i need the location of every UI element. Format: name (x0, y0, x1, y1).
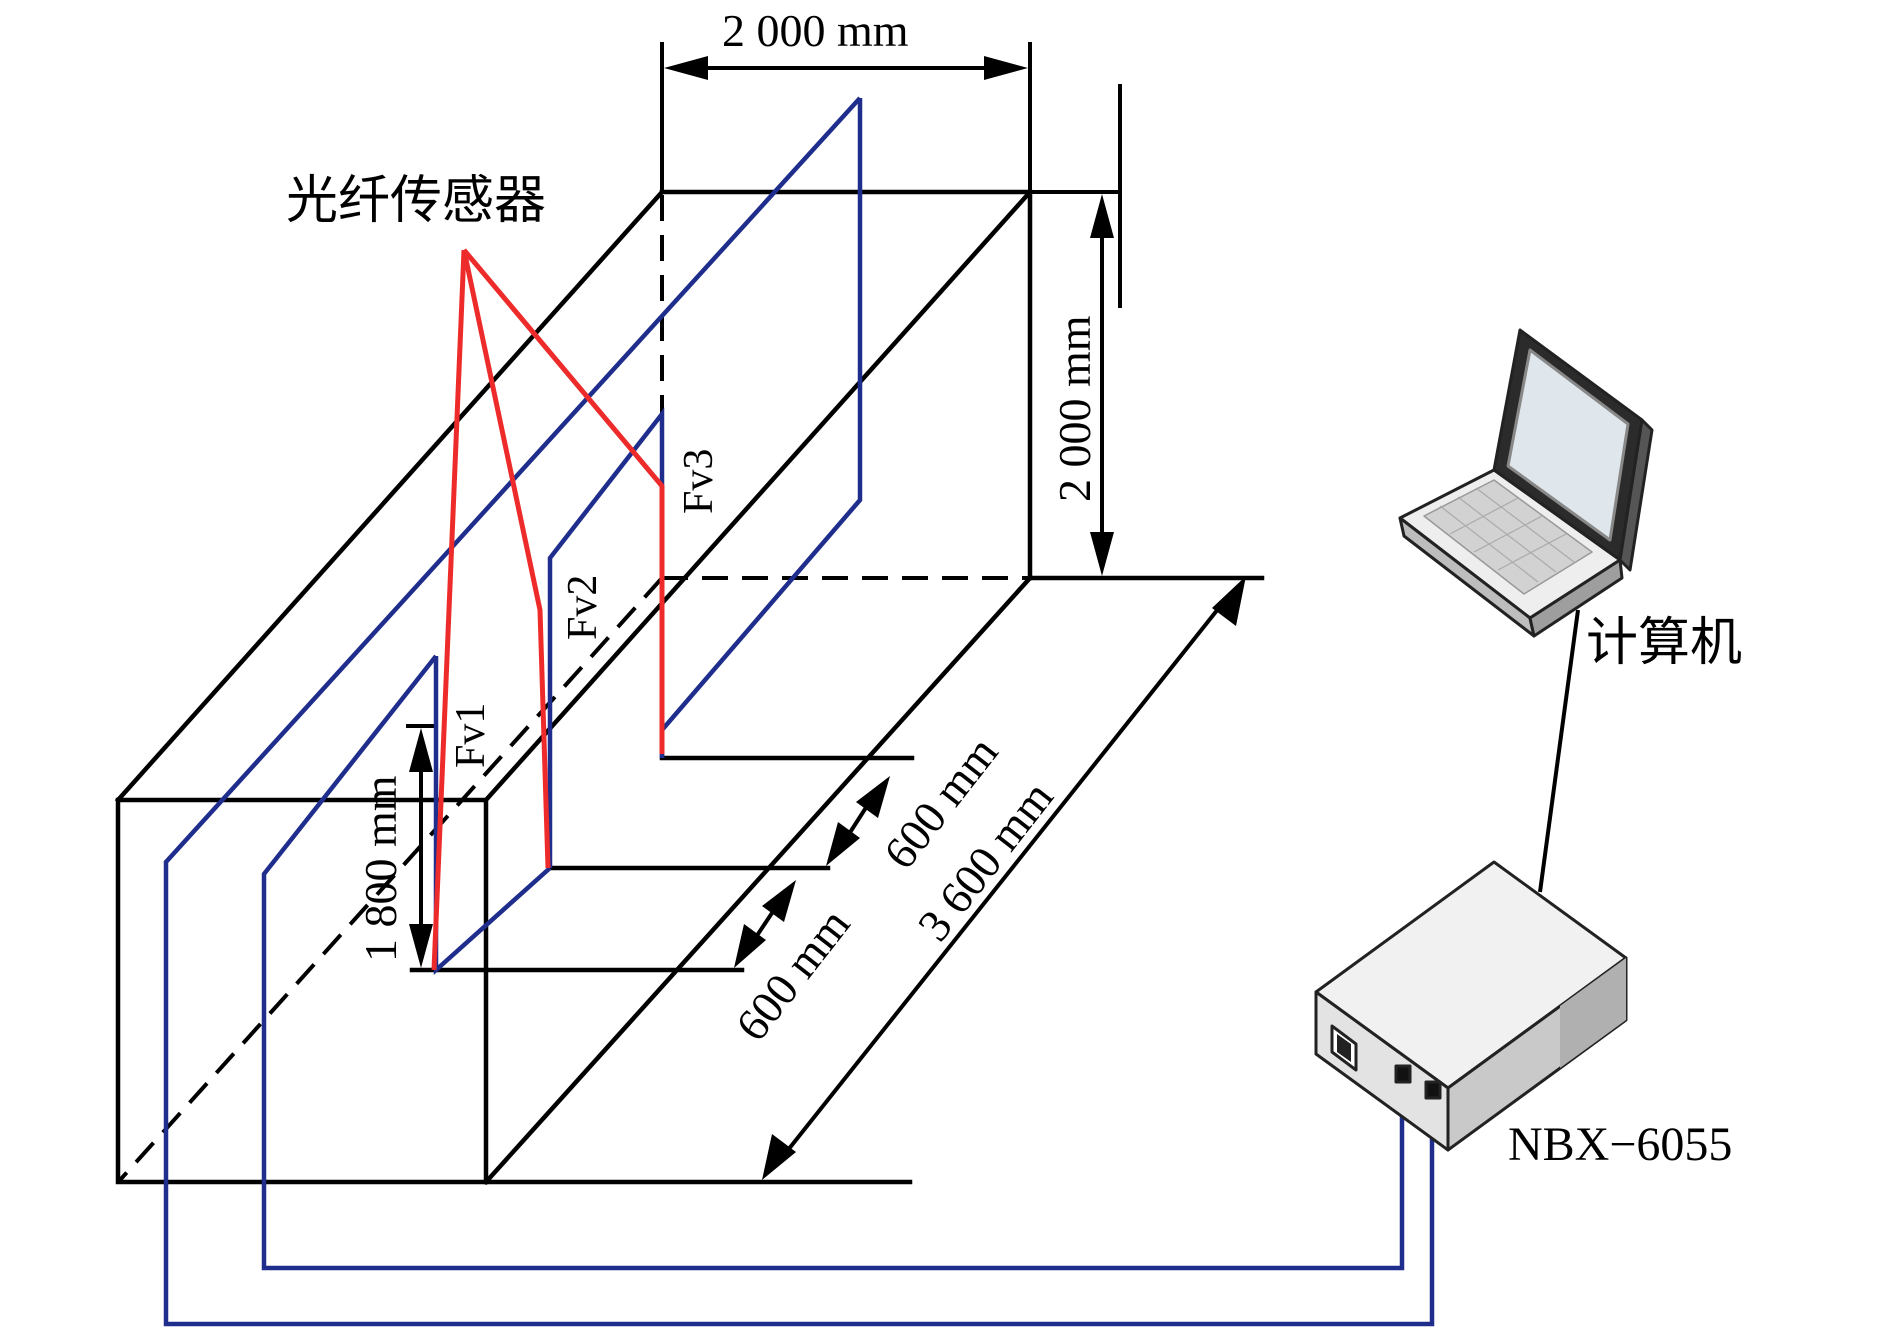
bottom-right-edge (482, 574, 1034, 1186)
hidden-diagonal-edge (118, 576, 664, 1182)
spacing-a-arrow-high (762, 880, 796, 922)
dimension-lines (406, 42, 1246, 1180)
fv3-label: Fv3 (676, 449, 722, 514)
sensor-height-arrow-top (409, 728, 433, 772)
structure-frame (114, 188, 1265, 1186)
laptop-screen-back (1618, 418, 1654, 572)
computer-label: 计算机 (1586, 613, 1742, 673)
spacing-b-arrow-high (856, 776, 890, 818)
sensor-title-label: 光纤传感器 (286, 171, 546, 231)
height-label: 2 000 mm (1049, 315, 1100, 502)
laptop-device-cable (1538, 609, 1580, 893)
top-width-arrow-left (664, 56, 708, 80)
key-col-1 (1449, 497, 1519, 535)
spacing-a-arrow-low (734, 924, 766, 968)
sensor-lead-fv2 (461, 249, 551, 869)
height-arrow-bottom (1090, 532, 1114, 576)
fiber-outer-loop (659, 98, 863, 758)
top-right-edge (482, 188, 1034, 804)
fiber-outer-lead (163, 96, 1435, 1327)
device-switch-inner (1337, 1034, 1351, 1062)
top-width-arrow-right (984, 56, 1028, 80)
length-arrow-low (762, 1134, 796, 1180)
device-port-1 (1394, 1064, 1412, 1084)
top-width-label: 2 000 mm (722, 5, 909, 56)
sensor-leads (431, 248, 665, 971)
laptop-icon (1398, 328, 1654, 638)
hidden-edges (118, 195, 1030, 1182)
laptop-keyboard (1423, 479, 1593, 595)
height-arrow-top (1090, 194, 1114, 238)
spacing-a-label: 600 mm (726, 899, 860, 1050)
laptop-key-grid (1439, 487, 1575, 583)
device-port-2 (1424, 1080, 1442, 1100)
spacing-b-arrow-low (826, 822, 860, 866)
laptop-screen-inner (1506, 348, 1630, 542)
key-col-3 (1497, 533, 1567, 571)
length-dim-line (786, 602, 1224, 1152)
fiber-lines (163, 96, 1435, 1327)
front-face (115, 797, 489, 1185)
sensor-height-arrow-bottom (409, 924, 433, 968)
sensor-lead-fv3 (462, 248, 665, 754)
fv2-label: Fv2 (560, 575, 606, 640)
device-side-shade (1560, 958, 1626, 1068)
laptop-base-side (1528, 558, 1624, 638)
key-col-2 (1473, 515, 1543, 553)
sensor-lead-fv1 (431, 249, 467, 971)
device-model-label: NBX−6055 (1508, 1118, 1732, 1171)
top-left-edge (114, 188, 666, 804)
length-arrow-high (1212, 576, 1246, 626)
fv1-label: Fv1 (448, 703, 494, 768)
fiber-inner-lead (261, 654, 1405, 1271)
interrogator-box-icon (1314, 860, 1628, 1152)
sensor-height-label: 1 800 mm (355, 775, 406, 962)
